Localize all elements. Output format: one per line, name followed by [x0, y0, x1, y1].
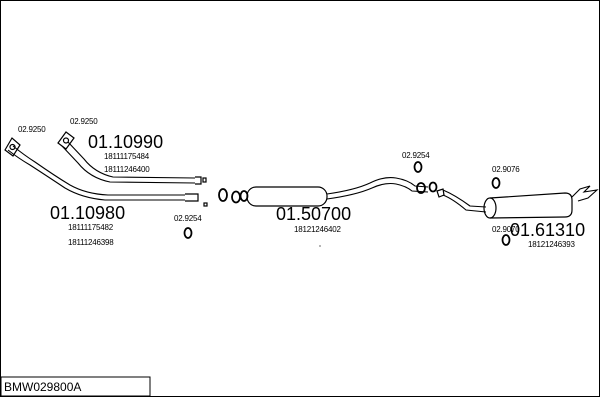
front-pipe-upper-ref-2: 18111246400	[104, 165, 150, 174]
middle-silencer-code: 01.50700	[276, 204, 351, 224]
front-pipe-lower-code: 01.10980	[50, 203, 125, 223]
rear-silencer-code: 01.61310	[510, 220, 585, 240]
clamp-front[interactable]	[183, 227, 193, 239]
clamp-middle-label: 02.9254	[402, 151, 430, 160]
document-code: BMW029800A	[4, 380, 81, 394]
front-pipe-lower[interactable]	[7, 145, 199, 202]
marker-dot	[319, 245, 321, 247]
front-pipe-lower-ref-1: 18111175482	[68, 223, 114, 232]
middle-silencer[interactable]	[218, 177, 429, 207]
middle-silencer-ref: 18121246402	[294, 225, 341, 234]
ring-rear-bottom-label: 02.9070	[492, 225, 520, 234]
rear-silencer-ref: 18121246393	[528, 240, 575, 249]
ring-rear-top-label: 02.9076	[492, 165, 520, 174]
ring-rear-bottom[interactable]	[501, 234, 511, 246]
clamp-front-label: 02.9254	[174, 214, 202, 223]
gasket-left-label: 02.9250	[18, 125, 46, 134]
front-pipe-upper-code: 01.10990	[88, 132, 163, 152]
document-code-box	[0, 376, 151, 397]
rear-silencer[interactable]	[428, 181, 599, 219]
ring-rear-top[interactable]	[491, 177, 501, 189]
clamp-small[interactable]	[203, 202, 208, 207]
front-pipe-upper[interactable]	[61, 141, 207, 185]
clamp-middle[interactable]	[413, 161, 423, 173]
gasket-right-label: 02.9250	[70, 117, 98, 126]
front-pipe-upper-ref-1: 18111175484	[104, 152, 150, 161]
front-pipe-lower-ref-2: 18111246398	[68, 238, 114, 247]
